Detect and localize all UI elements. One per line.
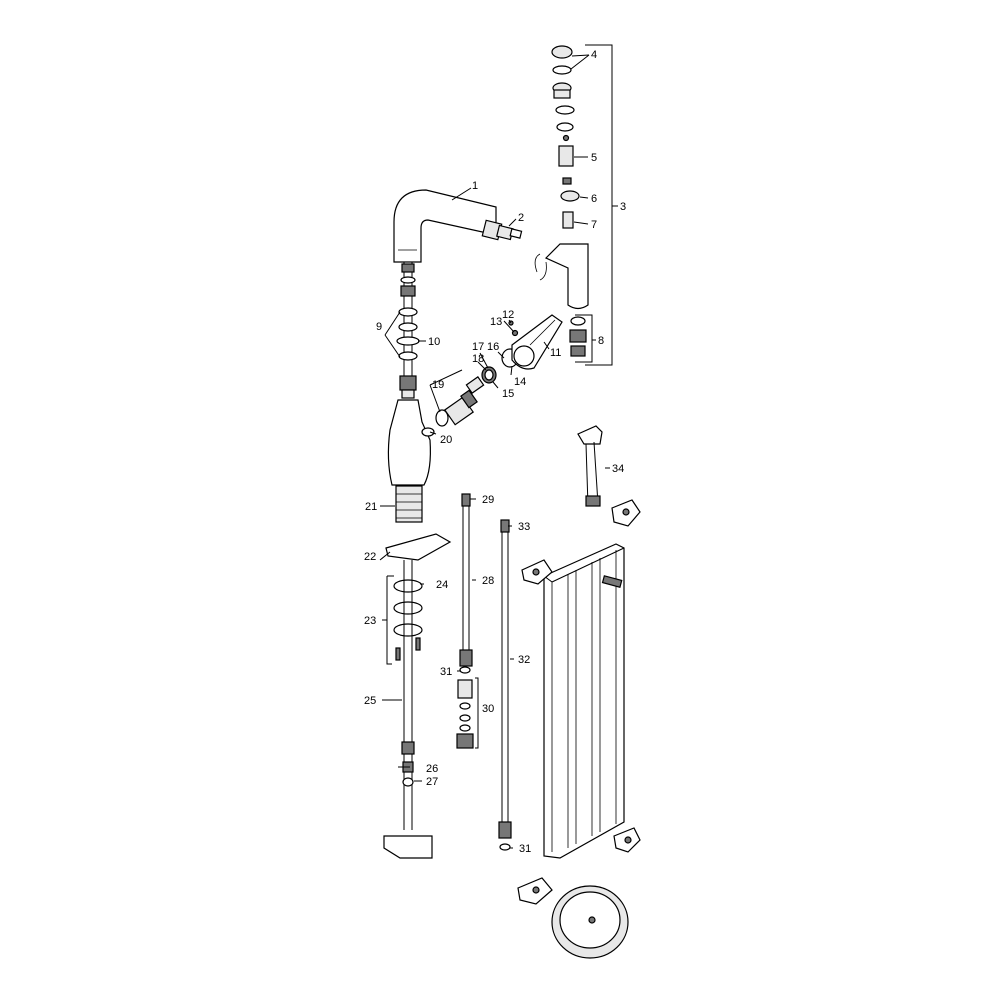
callout-22: 22 <box>364 551 376 563</box>
callout-20: 20 <box>440 434 452 446</box>
callout-29: 29 <box>482 494 494 506</box>
callout-15: 15 <box>502 388 514 400</box>
spout-part <box>393 189 497 263</box>
clamp-lower <box>613 827 641 853</box>
cartridge-assembly <box>435 348 519 427</box>
callout-4: 4 <box>591 49 597 61</box>
callout-26: 26 <box>426 763 438 775</box>
callout-1: 1 <box>472 180 478 192</box>
callout-21: 21 <box>365 501 377 513</box>
callout-30: 30 <box>482 703 494 715</box>
callout-8: 8 <box>598 335 604 347</box>
lever-cover-part <box>508 314 563 370</box>
supply-hose-28 <box>459 493 473 667</box>
callout-28: 28 <box>482 575 494 587</box>
callout-11: 11 <box>550 347 561 359</box>
callout-labels: 1 2 3 4 5 6 7 8 9 10 11 12 13 14 15 16 1… <box>364 49 626 855</box>
clamp-upper <box>611 499 641 527</box>
callout-5: 5 <box>591 152 597 164</box>
callout-12: 12 <box>502 309 514 321</box>
callout-9: 9 <box>376 321 382 333</box>
fitting-set-30 <box>456 666 511 851</box>
callout-25: 25 <box>364 695 376 707</box>
callout-19: 19 <box>432 379 444 391</box>
callout-18: 18 <box>472 353 484 365</box>
hose-guide-stack <box>396 262 420 399</box>
callout-10: 10 <box>428 336 440 348</box>
mounting-panel <box>543 543 625 859</box>
callout-24: 24 <box>436 579 448 591</box>
group-brackets <box>384 44 613 749</box>
callout-27: 27 <box>426 776 438 788</box>
leader-lines <box>379 54 618 849</box>
callout-31-upper: 31 <box>440 666 452 678</box>
callout-32: 32 <box>518 654 530 666</box>
mixer-body-part <box>387 399 435 486</box>
clamp-panel-left <box>521 559 553 585</box>
base-plate <box>551 885 629 959</box>
callout-33: 33 <box>518 521 530 533</box>
spray-head-stack <box>534 45 589 310</box>
callout-31-lower: 31 <box>519 843 531 855</box>
callout-14: 14 <box>514 376 526 388</box>
callout-6: 6 <box>591 193 597 205</box>
callout-3: 3 <box>620 201 626 213</box>
callout-7: 7 <box>591 219 597 231</box>
callout-2: 2 <box>518 212 524 224</box>
callout-13: 13 <box>490 316 502 328</box>
callout-16: 16 <box>487 341 499 353</box>
clamp-bottom <box>517 877 553 905</box>
callout-34: 34 <box>612 463 624 475</box>
supply-hose-32 <box>498 519 512 839</box>
hose-connector-part <box>481 219 523 241</box>
wall-bracket-34 <box>577 425 603 507</box>
aerator-set <box>569 316 587 357</box>
callout-17: 17 <box>472 341 484 353</box>
callout-23: 23 <box>364 615 376 627</box>
